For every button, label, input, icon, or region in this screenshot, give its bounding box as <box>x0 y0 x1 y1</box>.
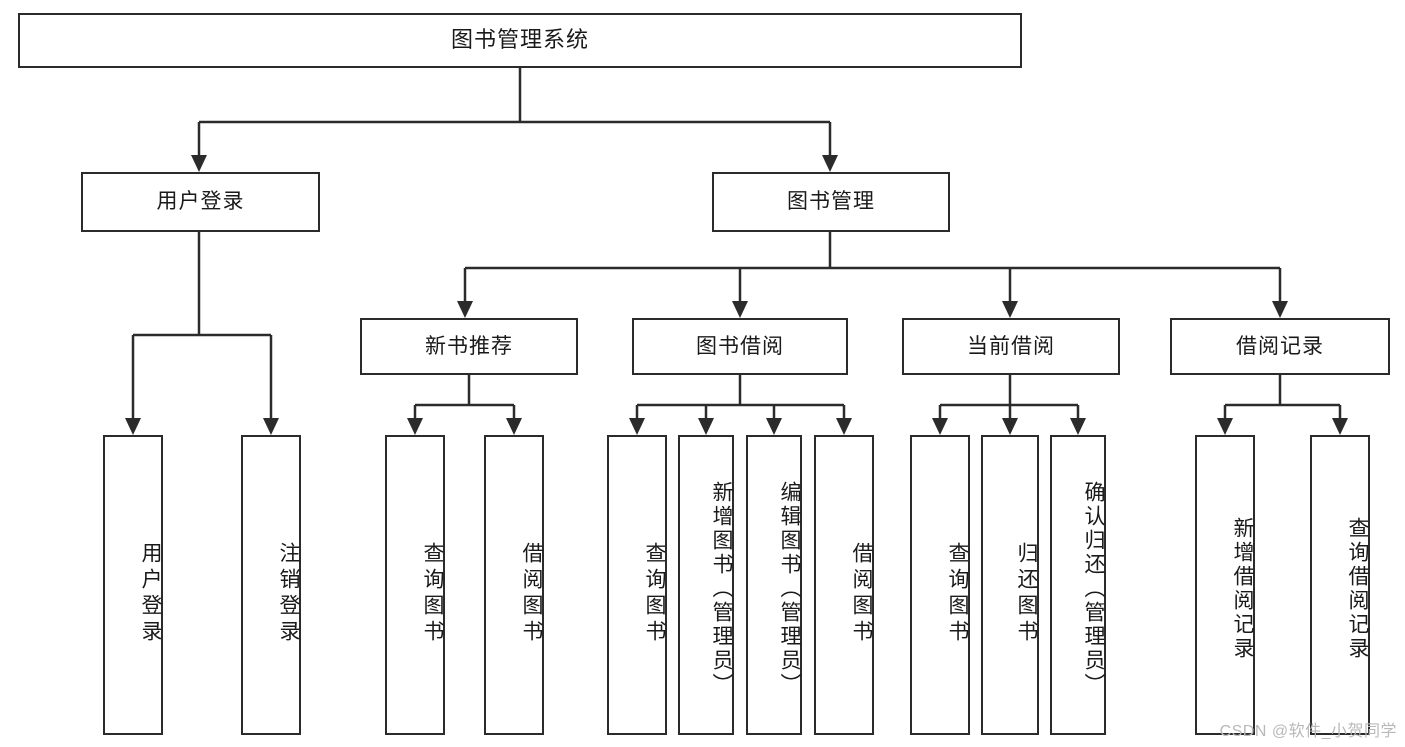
csdn-watermark: CSDN @软件_小贺同学 <box>1219 723 1397 740</box>
node-user-login[interactable]: 用户登录 <box>81 172 320 232</box>
leaf-node-query-borrow-record[interactable]: 查询借阅记录 <box>1310 435 1370 735</box>
leaf-node-query-book-recommend[interactable]: 查询图书 <box>385 435 445 735</box>
leaf-node-add-book-admin[interactable]: 新增图书（管理员） <box>678 435 734 735</box>
leaf-node-borrow-book-recommend[interactable]: 借阅图书 <box>484 435 544 735</box>
node-root-book-management-system[interactable]: 图书管理系统 <box>18 13 1022 68</box>
leaf-node-borrow-book[interactable]: 借阅图书 <box>814 435 874 735</box>
leaf-node-confirm-return-admin[interactable]: 确认归还（管理员） <box>1050 435 1106 735</box>
leaf-node-query-book-borrow[interactable]: 查询图书 <box>607 435 667 735</box>
node-book-borrow[interactable]: 图书借阅 <box>632 318 848 375</box>
node-new-book-recommend[interactable]: 新书推荐 <box>360 318 578 375</box>
leaf-node-user-login[interactable]: 用户登录 <box>103 435 163 735</box>
node-borrow-record[interactable]: 借阅记录 <box>1170 318 1390 375</box>
leaf-node-logout[interactable]: 注销登录 <box>241 435 301 735</box>
leaf-node-return-book[interactable]: 归还图书 <box>981 435 1039 735</box>
node-book-management[interactable]: 图书管理 <box>712 172 950 232</box>
leaf-node-edit-book-admin[interactable]: 编辑图书（管理员） <box>746 435 802 735</box>
node-current-borrow[interactable]: 当前借阅 <box>902 318 1120 375</box>
leaf-node-add-borrow-record[interactable]: 新增借阅记录 <box>1195 435 1255 735</box>
leaf-node-query-book-current[interactable]: 查询图书 <box>910 435 970 735</box>
